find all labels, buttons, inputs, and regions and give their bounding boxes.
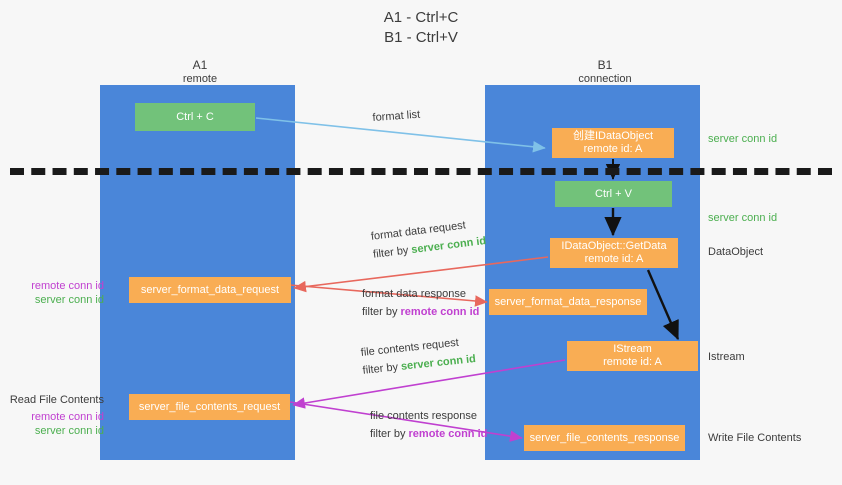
label-group-conn-ids-lower: remote conn id server conn id	[8, 410, 104, 438]
label-remote-conn-id-left-2: remote conn id	[31, 411, 104, 423]
label-istream: Istream	[708, 351, 745, 363]
page-title: A1 - Ctrl+C B1 - Ctrl+V	[0, 8, 842, 48]
box-istream[interactable]: IStream remote id: A	[567, 341, 698, 371]
box-create-dataobject-line2: remote id: A	[583, 143, 643, 155]
box-getdata-line1: IDataObject::GetData	[561, 240, 667, 252]
annotation-file-contents-response-line1: file contents response	[370, 410, 478, 422]
box-ctrl-v-label: Ctrl + V	[595, 187, 632, 200]
annotation-format-data-response: format data response filter by remote co…	[362, 286, 479, 320]
label-remote-conn-id-left: remote conn id	[31, 280, 104, 292]
box-server-file-contents-response-label: server_file_contents_response	[529, 431, 680, 444]
box-server-format-data-request-label: server_format_data_request	[140, 283, 280, 296]
title-line-1: A1 - Ctrl+C	[383, 9, 459, 26]
annotation-format-data-response-highlight: remote conn id	[400, 306, 480, 318]
lane-header-b1: B1 connection	[545, 58, 665, 86]
annotation-format-data-response-prefix: filter by	[362, 306, 401, 318]
annotation-file-contents-response-highlight: remote conn id	[408, 428, 488, 440]
annotation-format-list: format list	[372, 107, 421, 126]
label-read-file-contents: Read File Contents	[9, 394, 104, 406]
label-server-conn-id-left: server conn id	[34, 294, 104, 306]
box-server-format-data-request[interactable]: server_format_data_request	[129, 277, 291, 303]
box-istream-line1: IStream	[613, 343, 652, 355]
title-line-2: B1 - Ctrl+V	[384, 29, 458, 46]
label-server-conn-id-top: server conn id	[708, 133, 778, 145]
box-server-file-contents-request[interactable]: server_file_contents_request	[129, 394, 290, 420]
label-group-conn-ids-upper: remote conn id server conn id	[8, 279, 104, 307]
label-write-file-contents: Write File Contents	[708, 432, 802, 444]
box-server-file-contents-request-label: server_file_contents_request	[138, 400, 281, 413]
annotation-file-contents-request: file contents request filter by server c…	[360, 333, 477, 379]
box-ctrl-v[interactable]: Ctrl + V	[555, 181, 672, 207]
label-server-conn-id-mid: server conn id	[708, 212, 778, 224]
annotation-format-data-request: format data request filter by server con…	[370, 215, 487, 263]
box-ctrl-c-label: Ctrl + C	[176, 110, 214, 123]
annotation-file-contents-response: file contents response filter by remote …	[370, 408, 487, 442]
annotation-file-contents-request-prefix: filter by	[362, 360, 402, 377]
box-create-dataobject[interactable]: 创建IDataObject remote id: A	[552, 128, 674, 158]
lane-header-a1: A1 remote	[140, 58, 260, 86]
phase-separator	[10, 168, 832, 175]
annotation-file-contents-request-highlight: server conn id	[400, 353, 477, 373]
label-server-conn-id-left-2: server conn id	[34, 425, 104, 437]
lane-header-b1-name: B1	[597, 58, 613, 72]
annotation-file-contents-response-prefix: filter by	[370, 428, 409, 440]
box-istream-line2: remote id: A	[603, 356, 662, 368]
lane-header-a1-role: remote	[182, 73, 218, 85]
annotation-format-list-label: format list	[372, 108, 421, 124]
box-server-format-data-response[interactable]: server_format_data_response	[489, 289, 647, 315]
annotation-format-data-response-line1: format data response	[362, 288, 466, 300]
box-server-file-contents-response[interactable]: server_file_contents_response	[524, 425, 685, 451]
lane-header-b1-role: connection	[578, 73, 632, 85]
box-idataobject-getdata[interactable]: IDataObject::GetData remote id: A	[550, 238, 678, 268]
box-getdata-line2: remote id: A	[584, 253, 644, 265]
annotation-format-data-request-prefix: filter by	[372, 244, 413, 261]
annotation-format-data-request-highlight: server conn id	[410, 234, 487, 257]
label-dataobject: DataObject	[708, 246, 764, 258]
box-create-dataobject-line1: 创建IDataObject	[572, 130, 654, 142]
box-ctrl-c[interactable]: Ctrl + C	[135, 103, 255, 131]
lane-header-a1-name: A1	[192, 58, 208, 72]
box-server-format-data-response-label: server_format_data_response	[494, 295, 642, 308]
